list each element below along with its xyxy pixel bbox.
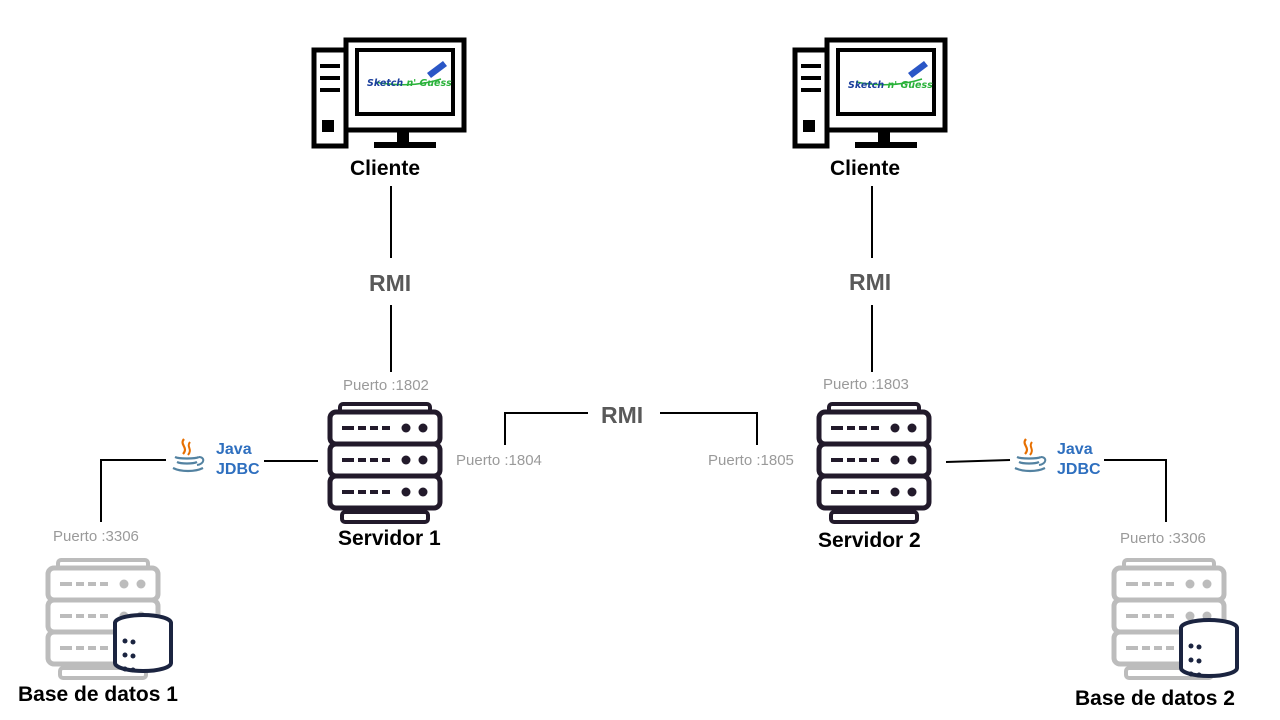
client-2-computer-icon[interactable] (795, 40, 945, 148)
jdbc-1-line2: JDBC (216, 461, 260, 478)
server-1-label: Servidor 1 (338, 527, 441, 550)
rmi-label-client1: RMI (369, 270, 412, 296)
database-2-icon[interactable] (1114, 560, 1239, 678)
client-2-logo: Sketch n' Guess (848, 80, 933, 91)
edge-server1-rmi (504, 412, 588, 445)
database-2-label: Base de datos 2 (1075, 687, 1235, 710)
edges (100, 186, 1167, 522)
jdbc-2-label: Java JDBC (1057, 440, 1101, 480)
client-2-logo-part2: n' Guess (884, 80, 933, 91)
server-2-label: Servidor 2 (818, 529, 921, 552)
java-1-icon (171, 437, 205, 473)
edge-rmi-server2-peer (660, 412, 758, 445)
client-1-computer-icon[interactable] (314, 40, 464, 148)
database-1-icon[interactable] (48, 560, 173, 678)
java-2-icon (1013, 437, 1047, 473)
server-2-rack-icon[interactable] (819, 404, 929, 522)
database-1-port: Puerto :3306 (53, 528, 139, 545)
server-2-client-port: Puerto :1803 (823, 376, 909, 393)
edge-jdbc-db1 (100, 459, 166, 522)
jdbc-2-line1: Java (1057, 441, 1093, 458)
jdbc-1-line1: Java (216, 441, 252, 458)
jdbc-2-line2: JDBC (1057, 461, 1101, 478)
server-1-peer-port: Puerto :1804 (456, 452, 542, 469)
client-2-label: Cliente (830, 157, 901, 180)
client-1-label: Cliente (350, 157, 421, 180)
client-2-logo-part1: Sketch (848, 80, 885, 91)
client-1-logo: Sketch n' Guess (367, 78, 452, 89)
jdbc-1-label: Java JDBC (216, 440, 260, 480)
edge-jdbc-db2 (1104, 459, 1167, 522)
client-1-logo-part2: n' Guess (403, 78, 452, 89)
rmi-label-client2: RMI (849, 269, 892, 295)
rmi-label-servers: RMI (601, 402, 644, 428)
client-1-logo-part1: Sketch (367, 78, 404, 89)
database-1-label: Base de datos 1 (18, 683, 178, 706)
server-2-peer-port: Puerto :1805 (708, 452, 794, 469)
server-1-client-port: Puerto :1802 (343, 377, 429, 394)
database-2-port: Puerto :3306 (1120, 530, 1206, 547)
edge-server2-jdbc (945, 459, 1011, 463)
server-1-rack-icon[interactable] (330, 404, 440, 522)
